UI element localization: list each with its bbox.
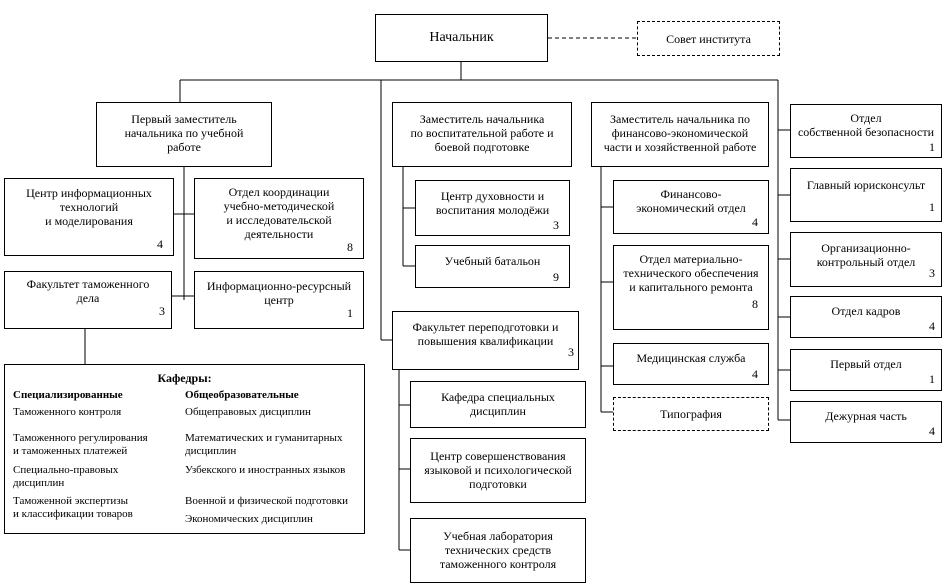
org-control-box: Организационно- контрольный отдел 3 [790,232,942,287]
lab-label: Учебная лаборатория технических средств … [439,529,557,571]
medical-box: Медицинская служба 4 [613,343,769,385]
general-item: Военной и физической подготовки [185,495,348,507]
printing-label: Типография [660,407,722,421]
info-center-count: 4 [157,237,163,251]
retraining-faculty-box: Факультет переподготовки и повышения ква… [392,311,579,370]
lawyer-label: Главный юрисконсульт [806,178,926,192]
hr-box: Отдел кадров 4 [790,296,942,338]
general-item: Узбекского и иностранных языков [185,464,346,476]
duty-label: Дежурная часть [825,409,907,423]
council-box: Совет института [637,21,780,56]
supply-dept-label: Отдел материально- технического обеспече… [623,252,759,294]
duty-count: 4 [929,424,935,438]
customs-faculty-count: 3 [159,304,165,318]
deputy-fin-label: Заместитель начальника по финансово-экон… [603,112,757,154]
general-item: Общеправовых дисциплин [185,406,311,418]
customs-faculty-box: Факультет таможенного дела 3 [4,271,172,329]
spirit-center-count: 3 [553,218,559,232]
coord-dept-count: 8 [347,240,353,254]
spirit-center-box: Центр духовности и воспитания молодёжи 3 [415,180,570,236]
first-dept-label: Первый отдел [830,357,902,371]
medical-label: Медицинская служба [636,351,746,365]
info-center-label: Центр информационных технологий и модели… [26,186,152,228]
general-column: Общеобразовательные Общеправовых дисципл… [185,389,361,525]
general-item: Экономических дисциплин [185,513,313,525]
deputy-fin-box: Заместитель начальника по финансово-экон… [591,102,769,167]
battalion-label: Учебный батальон [444,254,541,268]
coord-dept-label: Отдел координации учебно-методической и … [223,185,335,241]
first-deputy-label: Первый заместитель начальника по учебной… [124,112,244,154]
battalion-box: Учебный батальон 9 [415,245,570,288]
first-deputy-box: Первый заместитель начальника по учебной… [96,102,272,167]
security-count: 1 [929,140,935,154]
medical-count: 4 [752,367,758,381]
hr-label: Отдел кадров [831,304,901,318]
customs-faculty-label: Факультет таможенного дела [26,277,150,305]
lang-center-box: Центр совершенствования языковой и психо… [410,438,586,503]
special-dept-label: Кафедра специальных дисциплин [441,390,555,418]
deputy-edu-box: Заместитель начальника по воспитательной… [392,102,572,167]
council-label: Совет института [666,32,751,46]
fin-dept-count: 4 [752,215,758,229]
info-center-box: Центр информационных технологий и модели… [4,178,174,256]
specialized-item: Таможенного контроля [13,406,122,418]
security-label: Отдел собственной безопасности [797,111,935,139]
first-dept-box: Первый отдел 1 [790,349,942,391]
first-dept-count: 1 [929,372,935,386]
hr-count: 4 [929,319,935,333]
retraining-faculty-label: Факультет переподготовки и повышения ква… [412,320,559,348]
specialized-column: Специализированные Таможенного контроля … [13,389,183,520]
departments-box: Кафедры: Специализированные Таможенного … [4,364,365,534]
lang-center-label: Центр совершенствования языковой и психо… [424,449,572,491]
spirit-center-label: Центр духовности и воспитания молодёжи [435,189,550,217]
special-dept-box: Кафедра специальных дисциплин [410,381,586,428]
duty-box: Дежурная часть 4 [790,401,942,443]
head-label: Начальник [429,30,494,45]
general-item: Математических и гуманитарных дисциплин [185,432,343,457]
supply-dept-box: Отдел материально- технического обеспече… [613,245,769,330]
fin-dept-box: Финансово- экономический отдел 4 [613,180,769,234]
info-resource-label: Информационно-ресурсный центр [206,279,352,307]
printing-box: Типография [613,397,769,431]
general-heading: Общеобразовательные [185,389,299,401]
org-control-label: Организационно- контрольный отдел [816,241,916,269]
supply-dept-count: 8 [752,297,758,311]
fin-dept-label: Финансово- экономический отдел [636,187,746,215]
specialized-item: Специально-правовых дисциплин [13,464,119,489]
org-control-count: 3 [929,266,935,280]
retraining-faculty-count: 3 [568,345,574,359]
deputy-edu-label: Заместитель начальника по воспитательной… [410,112,554,154]
specialized-heading: Специализированные [13,389,123,401]
lab-box: Учебная лаборатория технических средств … [410,518,586,583]
departments-title: Кафедры: [157,371,212,385]
specialized-item: Таможенного регулирования и таможенных п… [13,432,148,457]
security-box: Отдел собственной безопасности 1 [790,104,942,158]
battalion-count: 9 [553,270,559,284]
coord-dept-box: Отдел координации учебно-методической и … [194,178,364,259]
lawyer-box: Главный юрисконсульт 1 [790,168,942,222]
lawyer-count: 1 [929,200,935,214]
info-resource-box: Информационно-ресурсный центр 1 [194,271,364,329]
head-box: Начальник [375,14,548,62]
info-resource-count: 1 [347,306,353,320]
specialized-item: Таможенной экспертизы и классификации то… [13,495,133,520]
